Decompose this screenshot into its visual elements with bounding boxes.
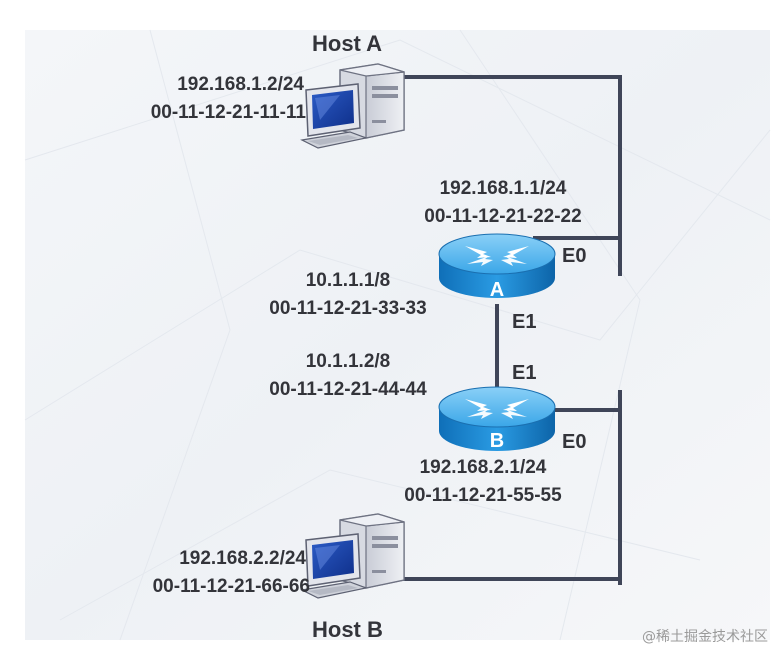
router-a-e0-mac: 00-11-12-21-22-22 (424, 206, 582, 227)
router-b-e1-mac: 00-11-12-21-44-44 (269, 379, 427, 400)
host-b-title: Host B (312, 617, 383, 642)
host-b-mac: 00-11-12-21-66-66 (152, 576, 310, 597)
watermark: @稀土掘金技术社区 (642, 629, 768, 645)
router-a-e0-port: E0 (562, 245, 587, 267)
host-b-ip: 192.168.2.2/24 (179, 548, 306, 569)
router-b-e1-ip: 10.1.1.2/8 (305, 351, 391, 372)
host-a-mac: 00-11-12-21-11-11 (150, 102, 306, 123)
router-a-label: A (489, 279, 505, 301)
router-a-e1-ip: 10.1.1.1/8 (305, 270, 391, 291)
router-a-e1-mac: 00-11-12-21-33-33 (269, 298, 427, 319)
router-b-e0-mac: 00-11-12-21-55-55 (404, 485, 562, 506)
router-b-e0-ip: 192.168.2.1/24 (419, 457, 547, 478)
router-a-e1-port: E1 (512, 311, 537, 333)
host-a-title: Host A (312, 31, 383, 56)
host-a-ip: 192.168.1.2/24 (177, 74, 304, 95)
router-b-e0-port: E0 (562, 431, 587, 453)
router-b-e1-port: E1 (512, 362, 537, 384)
router-b-label: B (489, 430, 505, 452)
router-a-e0-ip: 192.168.1.1/24 (439, 178, 567, 199)
